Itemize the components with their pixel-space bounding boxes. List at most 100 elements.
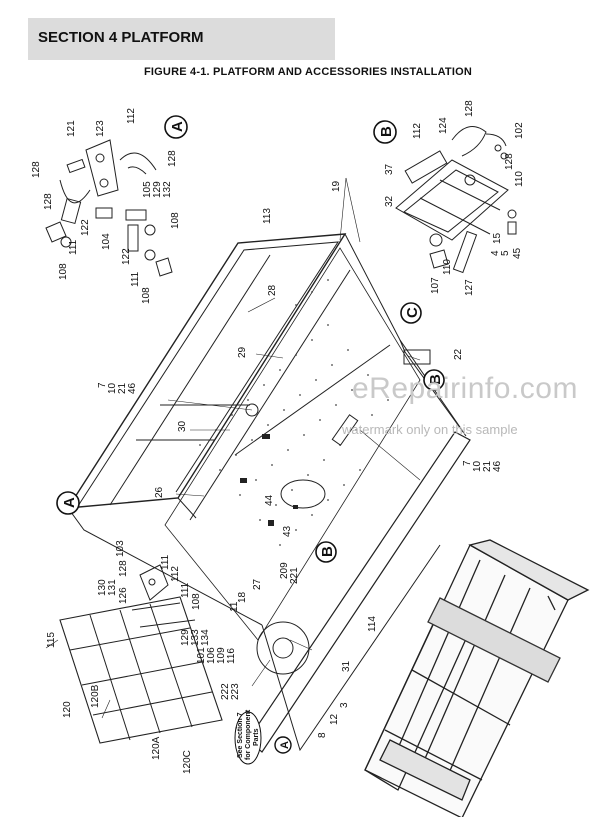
watermark-subtext: watermark only on this sample xyxy=(342,422,518,437)
gate-assembly xyxy=(59,596,223,744)
label-105: 105 xyxy=(142,181,153,198)
label-116: 116 xyxy=(226,648,237,664)
svg-text:B: B xyxy=(319,546,336,557)
label-29: 29 xyxy=(237,346,248,358)
label-112b: 112 xyxy=(412,123,423,139)
label-128b: 128 xyxy=(43,193,54,210)
section-header-bar: SECTION 4 PLATFORM xyxy=(28,18,335,60)
svg-text:for Component: for Component xyxy=(245,709,252,760)
label-115: 115 xyxy=(46,632,57,648)
label-113: 113 xyxy=(262,208,273,224)
section-7-note: See Section 7 for Component Parts xyxy=(234,709,262,765)
label-10a: 10 xyxy=(107,382,118,394)
callout-a-bottom: A xyxy=(274,736,292,754)
label-128a: 128 xyxy=(31,161,42,178)
callout-a-left: A xyxy=(56,491,80,515)
label-108d: 108 xyxy=(191,593,202,610)
label-110b: 110 xyxy=(442,259,453,275)
label-126: 126 xyxy=(118,587,129,604)
label-108c: 108 xyxy=(141,287,152,304)
part-labels: 121 123 112 128 128 128 105 129 132 122 … xyxy=(31,100,525,774)
label-43: 43 xyxy=(282,525,293,537)
callout-b-low: B xyxy=(315,541,337,563)
svg-text:A: A xyxy=(61,497,78,508)
svg-text:A: A xyxy=(169,121,186,132)
label-120B: 120B xyxy=(90,684,101,708)
label-131: 131 xyxy=(107,579,118,596)
label-209: 209 xyxy=(279,562,290,579)
label-124: 124 xyxy=(438,117,449,134)
label-19: 19 xyxy=(331,180,342,192)
label-132: 132 xyxy=(162,181,173,198)
label-128e: 128 xyxy=(504,153,515,170)
label-30: 30 xyxy=(177,420,188,432)
label-123: 123 xyxy=(95,120,106,137)
label-21b: 21 xyxy=(482,460,493,472)
label-32: 32 xyxy=(384,195,395,207)
label-130: 130 xyxy=(97,579,108,596)
label-4: 4 xyxy=(490,250,501,256)
label-27: 27 xyxy=(252,578,263,590)
label-109: 109 xyxy=(216,647,227,664)
callout-b-mid: B xyxy=(423,369,445,391)
label-44: 44 xyxy=(264,494,275,506)
label-223: 223 xyxy=(230,683,241,700)
label-129b: 129 xyxy=(180,629,191,646)
svg-text:C: C xyxy=(404,307,421,318)
label-111b: 111 xyxy=(130,271,141,287)
label-18: 18 xyxy=(237,591,248,603)
label-108a: 108 xyxy=(170,212,181,229)
label-120C: 120C xyxy=(182,750,193,774)
platform-body xyxy=(66,233,471,753)
label-12: 12 xyxy=(329,713,340,725)
callout-b-top: B xyxy=(373,120,397,144)
label-22: 22 xyxy=(453,348,464,360)
label-128f: 128 xyxy=(118,560,129,577)
label-102: 102 xyxy=(514,122,525,139)
svg-text:B: B xyxy=(427,374,444,385)
label-101: 101 xyxy=(196,647,207,664)
callout-c-mid: C xyxy=(400,302,422,324)
svg-text:B: B xyxy=(378,126,395,137)
platform-isometric-view xyxy=(364,539,590,817)
label-120: 120 xyxy=(62,701,73,718)
label-114: 114 xyxy=(367,616,378,632)
label-21a: 21 xyxy=(117,382,128,394)
label-122a: 122 xyxy=(80,219,91,236)
label-45: 45 xyxy=(512,247,523,259)
label-222: 222 xyxy=(220,683,231,700)
label-121: 121 xyxy=(66,120,77,137)
svg-text:See Section 7: See Section 7 xyxy=(237,712,244,758)
label-3: 3 xyxy=(339,702,350,708)
label-127: 127 xyxy=(464,279,475,296)
label-10b: 10 xyxy=(472,460,483,472)
label-111a: 111 xyxy=(68,239,79,255)
label-108b: 108 xyxy=(58,263,69,280)
label-111c: 111 xyxy=(160,554,171,570)
label-7b: 7 xyxy=(462,460,473,466)
callout-a-top: A xyxy=(164,115,188,139)
label-31: 31 xyxy=(341,660,352,672)
label-103: 103 xyxy=(115,540,126,557)
label-128c: 128 xyxy=(167,150,178,167)
label-46b: 46 xyxy=(492,460,503,472)
svg-text:Parts: Parts xyxy=(253,728,260,746)
detail-b-hardware xyxy=(395,126,517,274)
label-129: 129 xyxy=(152,181,163,198)
label-128d: 128 xyxy=(464,100,475,117)
label-5: 5 xyxy=(500,250,511,256)
label-104: 104 xyxy=(101,233,112,250)
label-120A: 120A xyxy=(151,736,162,760)
watermark-text: eRepairinfo.com xyxy=(352,372,578,405)
label-134: 134 xyxy=(200,629,211,646)
label-110a: 110 xyxy=(514,171,525,187)
figure-title: FIGURE 4-1. PLATFORM AND ACCESSORIES INS… xyxy=(144,66,472,78)
label-11: 11 xyxy=(229,601,240,612)
label-28: 28 xyxy=(267,284,278,296)
label-106: 106 xyxy=(206,647,217,664)
label-7a: 7 xyxy=(97,382,108,388)
label-112a: 112 xyxy=(126,108,137,124)
label-133: 133 xyxy=(190,629,201,646)
label-8: 8 xyxy=(317,732,328,738)
section-title: SECTION 4 PLATFORM xyxy=(38,29,204,46)
